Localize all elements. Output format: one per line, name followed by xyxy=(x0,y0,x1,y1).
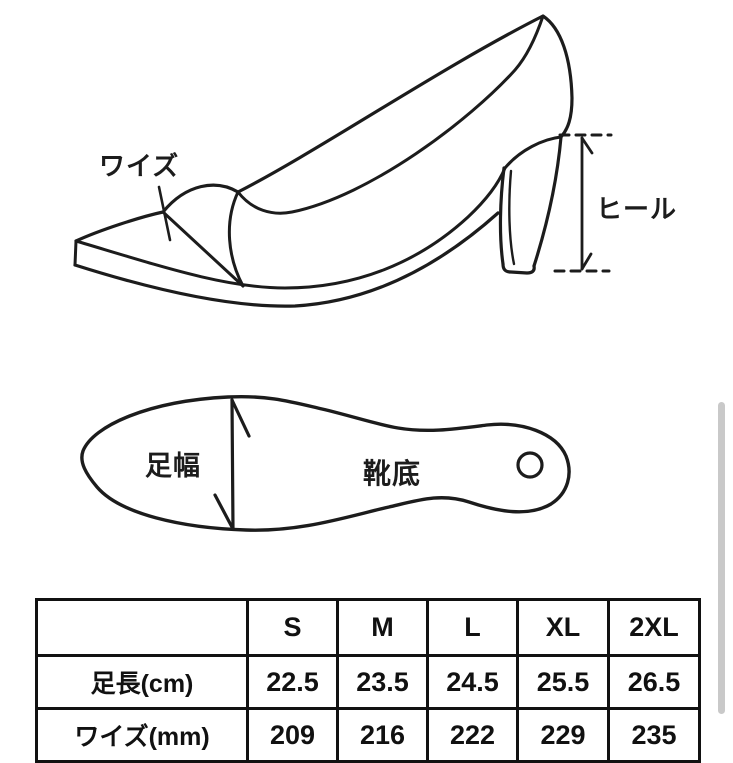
heel-shoe-drawing xyxy=(73,14,613,308)
wise-l: 222 xyxy=(426,707,519,763)
heel-arrow-barb-top xyxy=(580,136,594,155)
heel-shoe-diagram xyxy=(0,0,733,350)
wise-row: ワイズ(mm) 209 216 222 229 235 xyxy=(35,707,701,763)
size-header-2xl: 2XL xyxy=(607,598,701,657)
wise-m: 216 xyxy=(336,707,429,763)
sole-drawing xyxy=(80,394,571,532)
heel-back-edge xyxy=(532,135,563,268)
heel-hole-circle xyxy=(516,451,544,479)
size-header-m: M xyxy=(336,598,429,657)
heel-base xyxy=(501,262,536,275)
foot-length-2xl: 26.5 xyxy=(607,654,701,710)
wise-2xl: 235 xyxy=(607,707,701,763)
corner-cell xyxy=(35,598,249,657)
toe-cap-diagonal xyxy=(161,210,245,288)
foot-width-arrow xyxy=(230,398,235,531)
sole-label: 靴底 xyxy=(363,458,422,489)
platform-front-edge xyxy=(73,239,78,267)
foot-length-label: 足長(cm) xyxy=(35,654,249,710)
heel-front-edge xyxy=(498,166,506,266)
size-table: S M L XL 2XL 足長(cm) 22.5 23.5 24.5 25.5 … xyxy=(35,598,701,763)
wise-s: 209 xyxy=(246,707,339,763)
foot-width-label: 足幅 xyxy=(145,451,201,481)
size-header-l: L xyxy=(426,598,519,657)
foot-length-l: 24.5 xyxy=(426,654,519,710)
sole-outline xyxy=(80,394,571,532)
shoe-topline-inner xyxy=(236,14,545,215)
wise-width-label: ワイズ xyxy=(99,151,180,181)
foot-length-row: 足長(cm) 22.5 23.5 24.5 25.5 26.5 xyxy=(35,654,701,710)
toe-cap-seam xyxy=(227,190,245,288)
size-header-s: S xyxy=(246,598,339,657)
size-header-xl: XL xyxy=(516,598,610,657)
sole-diagram xyxy=(0,380,733,560)
heel-height-label: ヒール xyxy=(596,194,678,224)
sole-bottom-edge xyxy=(73,211,500,308)
size-table-header-row: S M L XL 2XL xyxy=(35,598,701,657)
wise-leader-line xyxy=(157,185,172,242)
foot-length-xl: 25.5 xyxy=(516,654,610,710)
scrollbar-thumb[interactable] xyxy=(718,402,725,714)
wise-row-label: ワイズ(mm) xyxy=(35,707,249,763)
foot-width-barb-bottom xyxy=(213,493,235,531)
foot-width-barb-top xyxy=(230,398,251,438)
sole-top-seam xyxy=(74,135,563,290)
foot-length-s: 22.5 xyxy=(246,654,339,710)
heel-inner-line xyxy=(508,169,516,266)
wise-xl: 229 xyxy=(516,707,610,763)
heel-arrow-barb-bottom xyxy=(580,252,593,271)
foot-length-m: 23.5 xyxy=(336,654,429,710)
shoe-outline xyxy=(74,14,574,243)
